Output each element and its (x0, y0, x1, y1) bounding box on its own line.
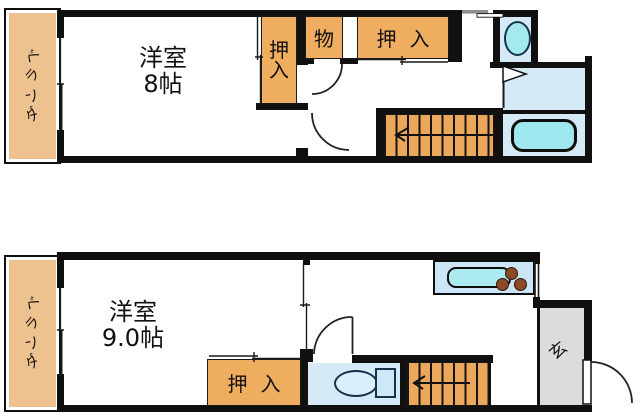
stairs-floor2 (383, 114, 494, 157)
wall (493, 10, 538, 17)
closet-label: 押入 (227, 372, 294, 396)
wall (376, 108, 502, 115)
balcony-label: ベランダ (21, 46, 44, 126)
bathtub-icon (511, 119, 577, 152)
wall (256, 103, 308, 110)
room-size: 8帖 (143, 69, 183, 98)
room-name: 洋室 (109, 298, 157, 326)
room-label-floor1: 洋室 9.0帖 (58, 298, 208, 352)
wall (493, 108, 503, 156)
entrance-door-leaf (582, 359, 592, 405)
closet-label: 押入 (269, 37, 289, 82)
wall (376, 108, 384, 156)
wall (584, 300, 592, 362)
room-label-floor2: 洋室 8帖 (88, 44, 238, 98)
stove-burner-icon (496, 278, 509, 291)
storage-closet: 物 (305, 16, 343, 59)
wall (57, 252, 64, 288)
wall (533, 252, 540, 264)
wall (340, 58, 358, 64)
sliding-door-icon (300, 262, 310, 350)
door-swing-arc (311, 112, 350, 151)
wall (57, 252, 540, 260)
entrance-label: 玄 (545, 337, 572, 365)
wall (300, 355, 308, 405)
wall (537, 308, 540, 405)
wall (57, 405, 592, 412)
room-size: 9.0帖 (101, 323, 165, 352)
storage-label: 物 (314, 27, 334, 51)
closet-label: 押入 (376, 27, 443, 51)
wall (57, 10, 462, 17)
wall (296, 17, 308, 65)
washroom-floor2 (503, 68, 585, 110)
balcony-floor2: ベランダ (4, 8, 61, 164)
wall (352, 355, 493, 363)
balcony-floor1: ベランダ (4, 255, 61, 412)
wall (303, 259, 310, 265)
wall (57, 10, 64, 38)
toilet-tank-icon (375, 368, 396, 398)
window-icon (534, 264, 540, 297)
wall (306, 58, 314, 64)
wall (490, 62, 592, 68)
wall (57, 156, 592, 163)
wall (400, 363, 407, 405)
wall (531, 10, 538, 62)
entrance-genkan: 玄 (540, 308, 584, 405)
closet-floor2-left: 押入 (261, 16, 297, 104)
stove-burner-icon (505, 267, 518, 280)
wall (488, 360, 491, 405)
toilet-icon (334, 370, 378, 397)
room-name: 洋室 (139, 44, 187, 72)
door-swing-arc (590, 361, 633, 404)
toilet-icon (504, 21, 531, 56)
stove-burner-icon (514, 278, 527, 291)
closet-floor2-top: 押入 (357, 16, 449, 59)
closet-floor1: 押入 (207, 359, 301, 406)
wall (493, 10, 500, 62)
wall (296, 148, 308, 163)
door-swing-arc (311, 63, 343, 95)
stairs-floor1 (406, 362, 489, 406)
wall (503, 110, 585, 114)
wall (448, 17, 462, 62)
wall (585, 56, 592, 163)
wall (57, 130, 64, 163)
wall (57, 374, 64, 412)
door-swing-arc (313, 316, 353, 355)
wall (533, 300, 592, 308)
balcony-label: ベランダ (21, 294, 44, 373)
